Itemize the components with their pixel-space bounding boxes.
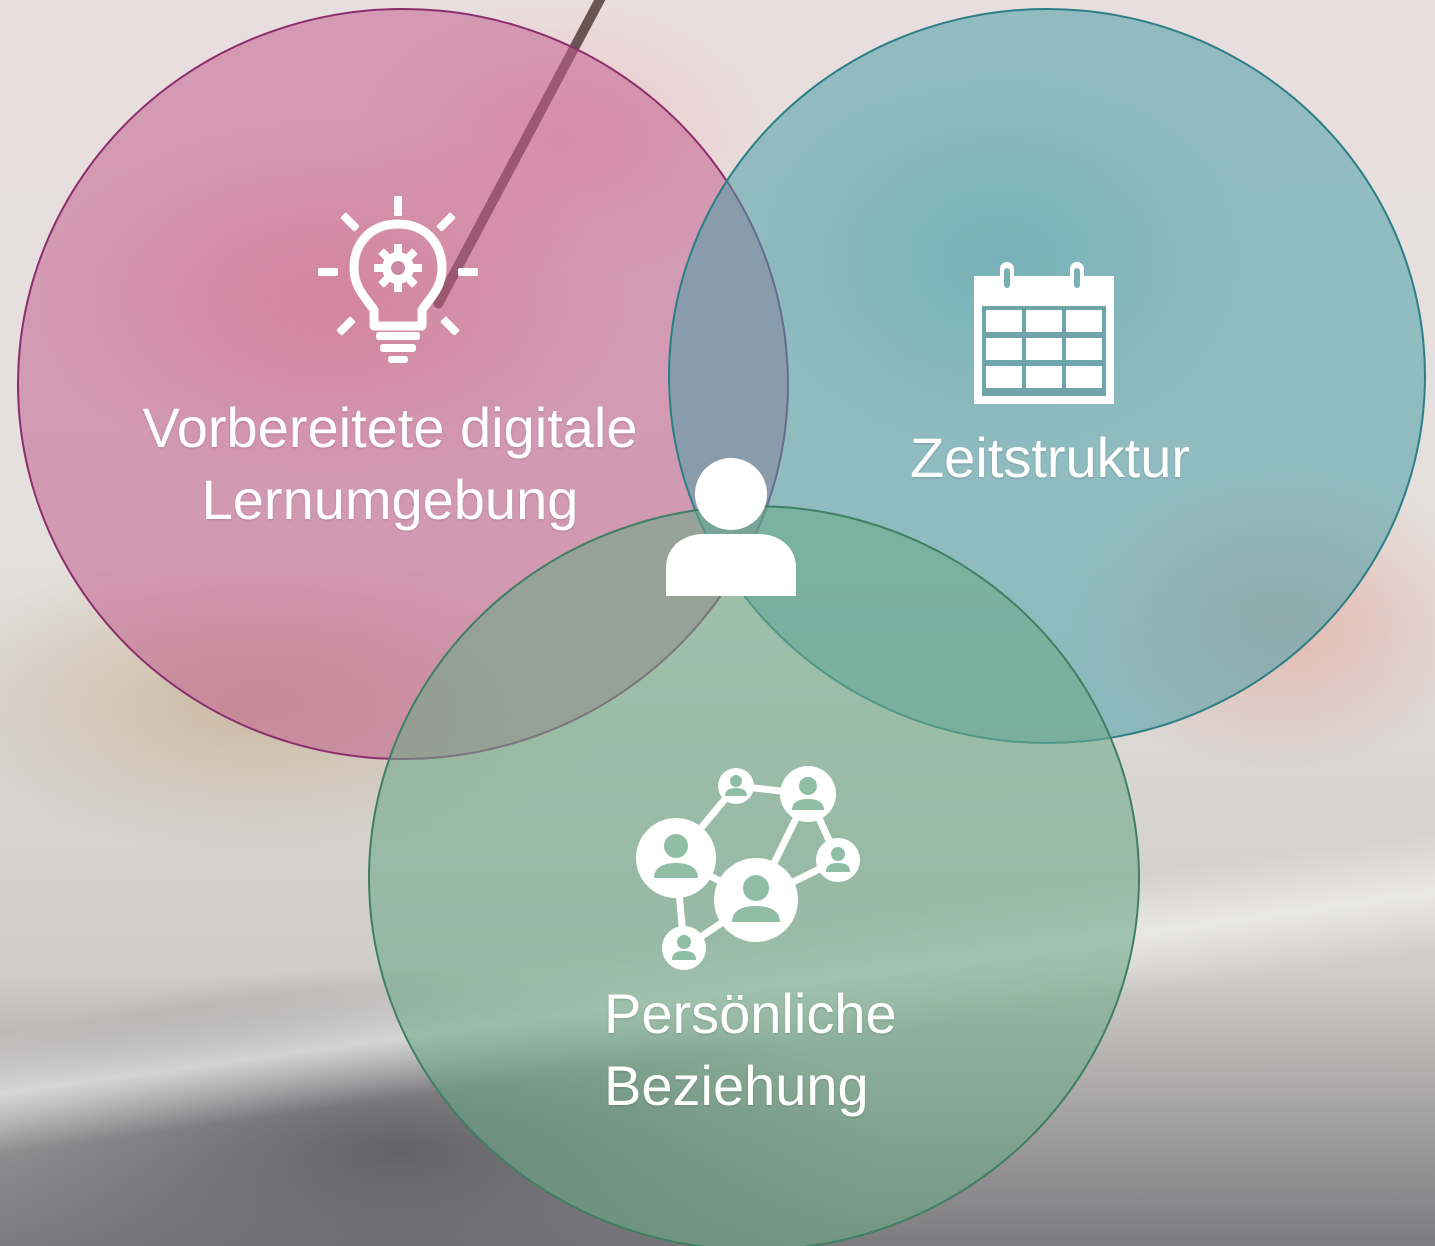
label-lernumgebung-line2: Lernumgebung <box>201 468 579 531</box>
label-lernumgebung: Vorbereitete digitale Lernumgebung <box>90 392 690 536</box>
label-beziehung-line2: Beziehung <box>604 1054 869 1117</box>
lightbulb-gear-icon <box>318 194 478 370</box>
label-zeitstruktur-line1: Zeitstruktur <box>909 426 1191 489</box>
label-zeitstruktur: Zeitstruktur <box>860 422 1240 494</box>
calendar-icon <box>974 262 1114 404</box>
network-people-icon <box>630 764 862 974</box>
label-beziehung: Persönliche Beziehung <box>604 978 1004 1122</box>
person-icon <box>664 456 798 596</box>
label-beziehung-line1: Persönliche <box>604 982 897 1045</box>
label-lernumgebung-line1: Vorbereitete digitale <box>142 396 638 459</box>
